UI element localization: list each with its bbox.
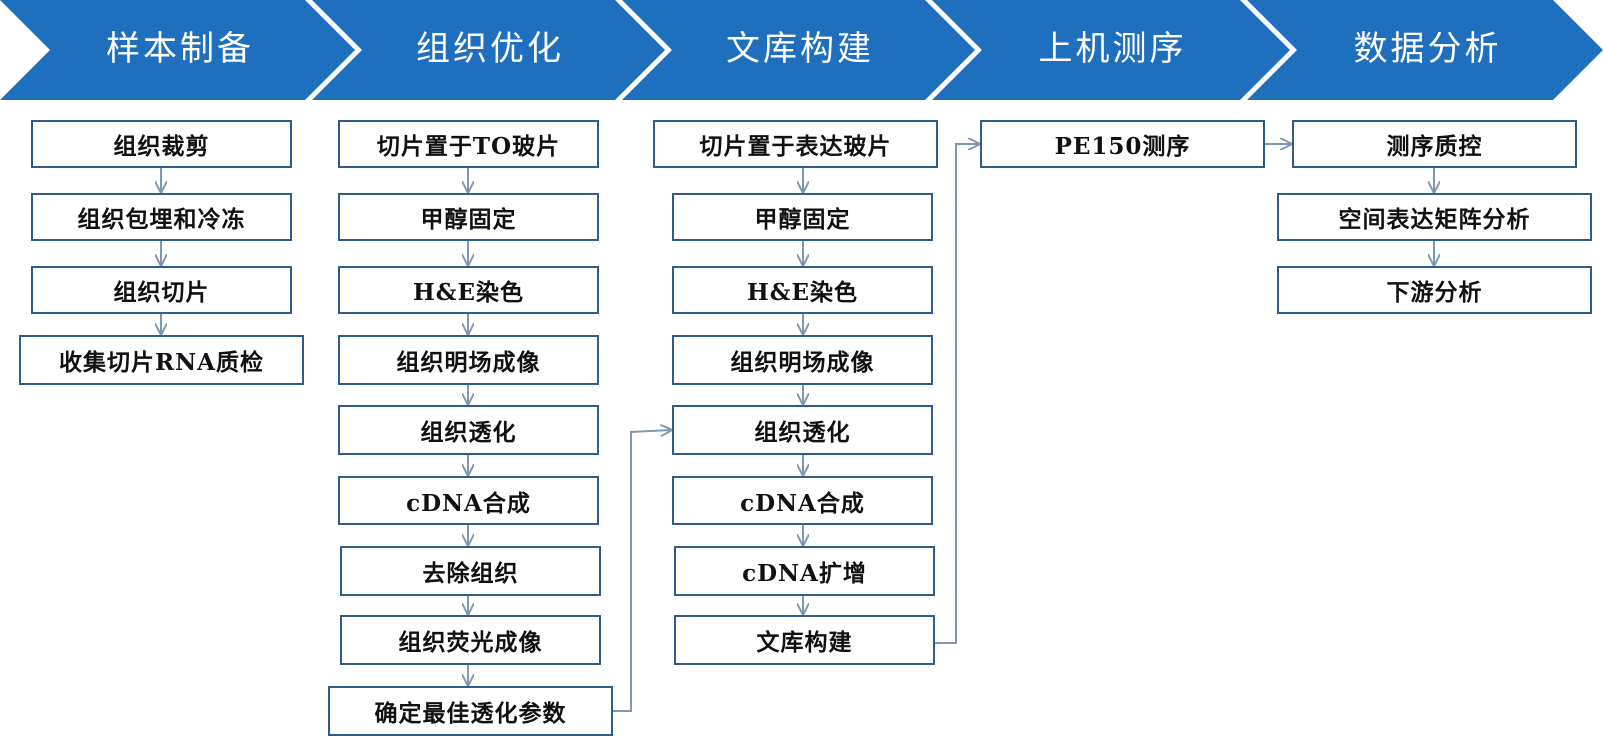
stage-title-3: 文库构建: [726, 29, 874, 69]
stage-title-4: 上机测序: [1038, 29, 1187, 69]
step-to-slide: 切片置于TO玻片: [338, 120, 599, 168]
step-rna-qc: 收集切片RNA质检: [19, 335, 304, 385]
step-embedding-freezing: 组织包埋和冷冻: [31, 193, 292, 241]
step-brightfield-2: 组织明场成像: [672, 335, 933, 385]
stage-chevron-5: [1247, 0, 1603, 100]
arrow-library-to-sequencing: [935, 144, 979, 644]
step-cdna-synthesis-2: cDNA合成: [672, 476, 933, 525]
step-brightfield-1: 组织明场成像: [338, 335, 599, 385]
step-cdna-amplification: cDNA扩增: [674, 546, 935, 596]
step-methanol-fix-1: 甲醇固定: [338, 193, 599, 241]
stage-title-5: 数据分析: [1353, 29, 1502, 69]
stage-header-band: [0, 0, 1603, 100]
arrow-optimize-to-permeabilize: [613, 430, 671, 712]
stage-title-2: 组织优化: [416, 29, 564, 69]
step-fluorescence-imaging: 组织荧光成像: [340, 615, 601, 665]
step-spatial-matrix-analysis: 空间表达矩阵分析: [1277, 193, 1592, 241]
step-expression-slide: 切片置于表达玻片: [653, 120, 938, 168]
step-downstream-analysis: 下游分析: [1277, 266, 1592, 314]
step-library-construction: 文库构建: [674, 615, 935, 665]
step-he-stain-2: H&E染色: [672, 266, 933, 314]
step-permeabilization-1: 组织透化: [338, 405, 599, 455]
step-sample-cutting: 组织裁剪: [31, 120, 292, 168]
stage-chevron-4: [932, 0, 1290, 100]
step-optimal-permeabilization: 确定最佳透化参数: [328, 686, 613, 736]
step-sectioning: 组织切片: [31, 266, 292, 314]
stage-chevron-1: [0, 0, 355, 100]
step-sequencing-qc: 测序质控: [1292, 120, 1577, 168]
step-methanol-fix-2: 甲醇固定: [672, 193, 933, 241]
step-tissue-removal: 去除组织: [340, 546, 601, 596]
step-pe150-sequencing: PE150测序: [980, 120, 1265, 168]
stage-title-1: 样本制备: [106, 29, 254, 69]
step-he-stain-1: H&E染色: [338, 266, 599, 314]
stage-chevron-3: [622, 0, 975, 100]
step-permeabilization-2: 组织透化: [672, 405, 933, 455]
step-cdna-synthesis-1: cDNA合成: [338, 476, 599, 525]
stage-chevron-2: [312, 0, 665, 100]
